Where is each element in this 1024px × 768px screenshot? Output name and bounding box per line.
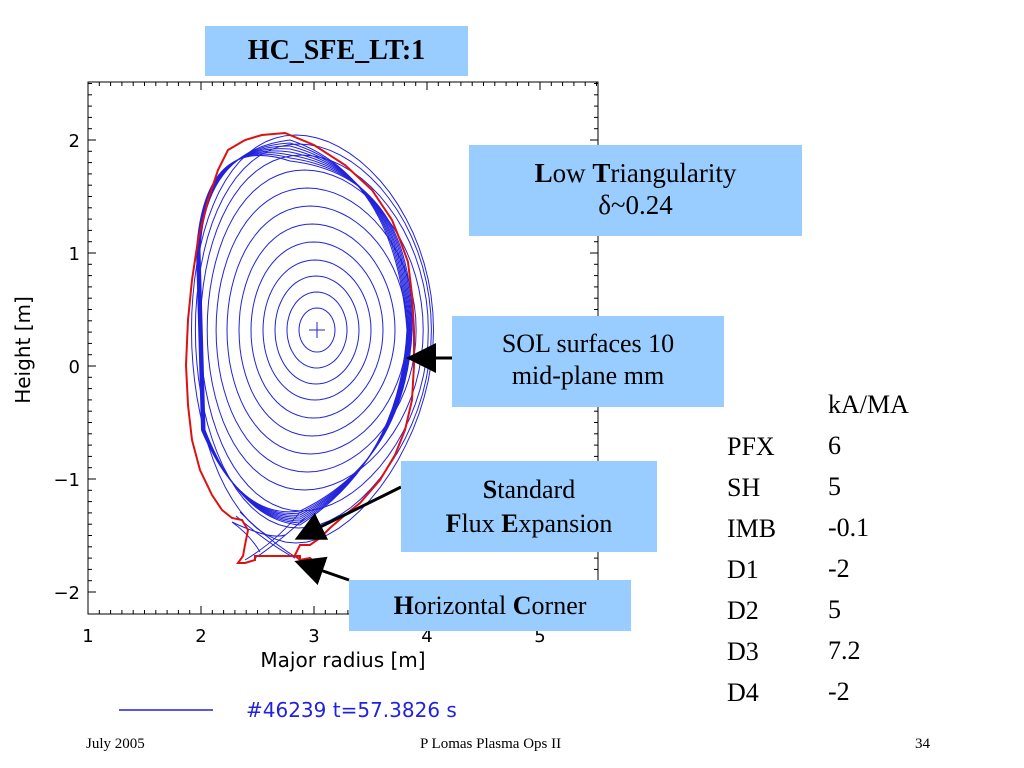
y-tick-label: 0	[69, 357, 80, 378]
text-fragment: riangularity	[610, 158, 737, 188]
param-name: IMB	[727, 514, 777, 543]
text-fragment: ow	[552, 158, 593, 188]
sfe-arrow	[294, 485, 402, 540]
param-name: D2	[727, 596, 759, 625]
sol-line1: SOL surfaces 10	[501, 329, 675, 358]
initial-C: C	[512, 591, 532, 620]
param-value: -2	[828, 554, 850, 583]
x-tick-label: 1	[82, 626, 93, 647]
x-tick-label: 4	[421, 626, 432, 647]
footer-center: P Lomas Plasma Ops II	[420, 736, 562, 752]
corner-arrow	[294, 556, 350, 586]
param-name: D1	[727, 555, 759, 584]
text-fragment: tandard	[497, 475, 576, 504]
initial-S: S	[482, 475, 498, 504]
horizontal-corner-callout: Horizontal Corner	[349, 580, 631, 631]
sol-surfaces-callout: SOL surfaces 10 mid-plane mm	[452, 316, 724, 407]
y-tick-label: 1	[69, 244, 80, 265]
initial-F: F	[445, 509, 462, 538]
param-names-column: PFX SH IMB D1 D2 D3 D4	[727, 426, 776, 713]
slide-title: HC_SFE_LT:1	[205, 26, 468, 76]
sol-line2: mid-plane mm	[511, 361, 665, 390]
param-value: -2	[828, 677, 850, 706]
std-line2: Flux Expansion	[401, 507, 657, 541]
initial-L: L	[534, 158, 553, 188]
param-header: kA/MA	[828, 390, 909, 419]
x-axis-label: Major radius [m]	[260, 648, 425, 672]
param-value: 5	[828, 595, 841, 624]
low-triangularity-callout: Low Triangularity δ~0.24	[469, 145, 802, 236]
initial-E: E	[501, 509, 519, 538]
text-fragment: lux	[461, 509, 502, 538]
initial-T: T	[592, 158, 611, 188]
legend-label: #46239 t=57.3826 s	[246, 698, 457, 722]
low-tri-line2: δ~0.24	[598, 190, 673, 220]
param-values-column: kA/MA 6 5 -0.1 -2 5 7.2 -2	[828, 384, 909, 712]
first-wall-outline	[184, 131, 415, 566]
param-name: D4	[727, 678, 759, 707]
std-line1: Standard	[401, 473, 657, 507]
x-tick-label: 5	[534, 626, 545, 647]
y-tick-label: 2	[69, 131, 80, 152]
x-tick-label: 3	[308, 626, 319, 647]
flux-surfaces	[190, 134, 435, 544]
initial-H: H	[393, 591, 414, 620]
y-axis-label: Height [m]	[11, 296, 35, 404]
y-tick-label: −2	[53, 583, 80, 604]
text-fragment: orner	[531, 591, 587, 620]
standard-flux-expansion-callout: Standard Flux Expansion	[401, 461, 657, 552]
param-name: PFX	[727, 432, 775, 461]
text-fragment: xpansion	[518, 509, 613, 538]
footer-date: July 2005	[86, 736, 145, 752]
page-number: 34	[915, 736, 930, 752]
y-tick-label: −1	[53, 470, 80, 491]
param-value: -0.1	[828, 513, 870, 542]
low-tri-line1: Low Triangularity	[469, 157, 802, 189]
text-fragment: orizontal	[413, 591, 513, 620]
param-name: SH	[727, 473, 761, 502]
param-value: 7.2	[828, 636, 861, 665]
param-name: D3	[727, 637, 759, 666]
x-tick-label: 2	[195, 626, 206, 647]
param-value: 5	[828, 472, 841, 501]
param-value: 6	[828, 431, 841, 460]
